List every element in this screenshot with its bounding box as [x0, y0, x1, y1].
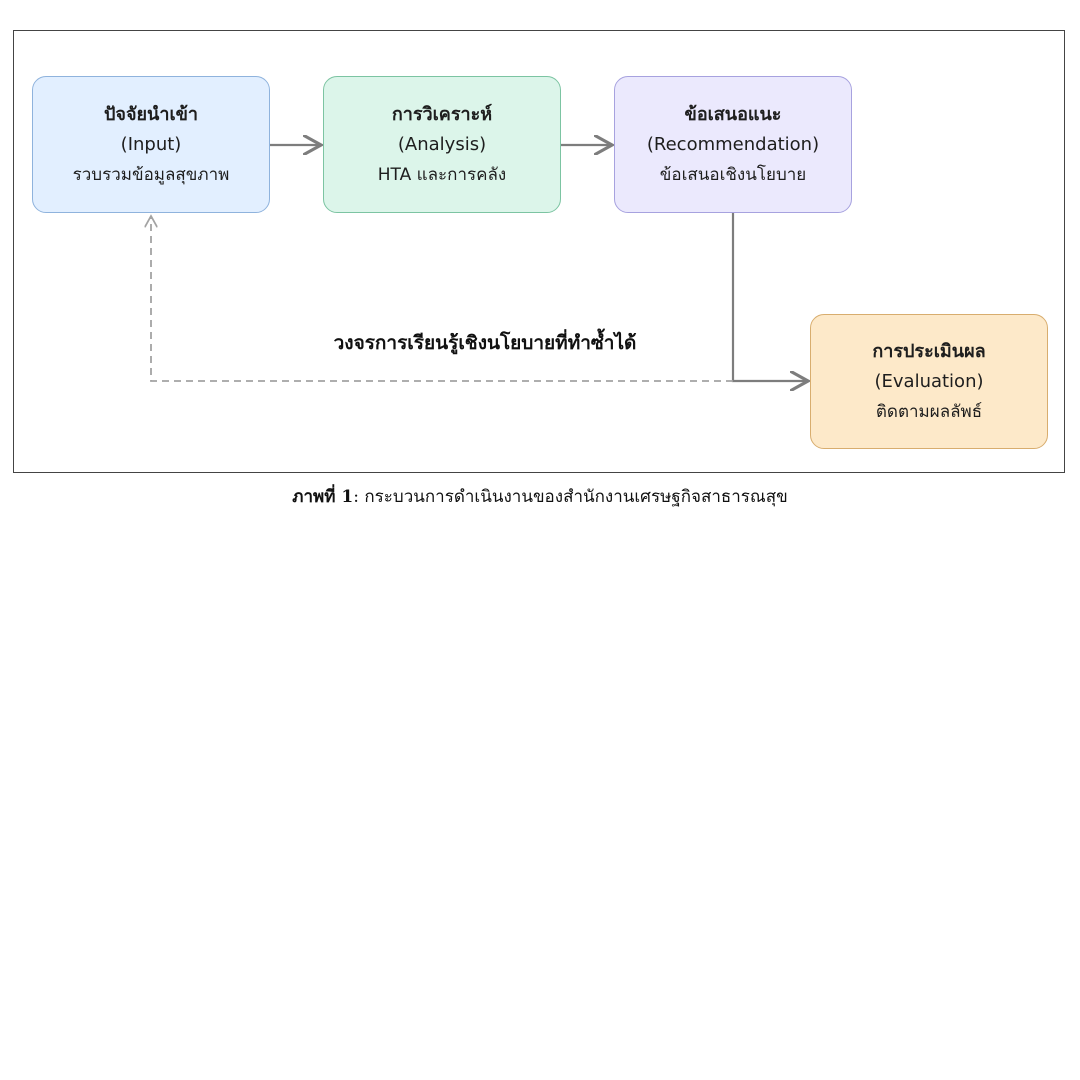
node-analysis-title: การวิเคราะห์: [391, 103, 493, 125]
node-evaluation-subtitle: (Evaluation): [874, 370, 984, 392]
node-recommendation: ข้อเสนอแนะ (Recommendation) ข้อเสนอเชิงน…: [614, 76, 852, 213]
node-analysis-description: HTA และการคลัง: [377, 164, 507, 185]
figure-caption-text: : กระบวนการดำเนินงานของสำนักงานเศรษฐกิจส…: [353, 487, 788, 507]
node-input-subtitle: (Input): [120, 133, 182, 155]
node-analysis-subtitle: (Analysis): [397, 133, 487, 155]
node-evaluation-description: ติดตามผลลัพธ์: [875, 401, 983, 422]
feedback-loop-label: วงจรการเรียนรู้เชิงนโยบายที่ทำซ้ำได้: [333, 332, 637, 354]
node-recommendation-description: ข้อเสนอเชิงนโยบาย: [659, 164, 807, 185]
node-analysis: การวิเคราะห์ (Analysis) HTA และการคลัง: [323, 76, 561, 213]
node-recommendation-subtitle: (Recommendation): [646, 133, 820, 155]
node-evaluation-title: การประเมินผล: [872, 340, 986, 362]
node-input-title: ปัจจัยนำเข้า: [103, 103, 199, 125]
node-recommendation-title: ข้อเสนอแนะ: [684, 103, 782, 125]
node-input-description: รวบรวมข้อมูลสุขภาพ: [72, 164, 230, 185]
node-evaluation: การประเมินผล (Evaluation) ติดตามผลลัพธ์: [810, 314, 1048, 449]
figure-caption: ภาพที่ 1: กระบวนการดำเนินงานของสำนักงานเ…: [0, 483, 1080, 510]
node-input: ปัจจัยนำเข้า (Input) รวบรวมข้อมูลสุขภาพ: [32, 76, 270, 213]
figure-caption-label: ภาพที่ 1: [292, 487, 354, 507]
